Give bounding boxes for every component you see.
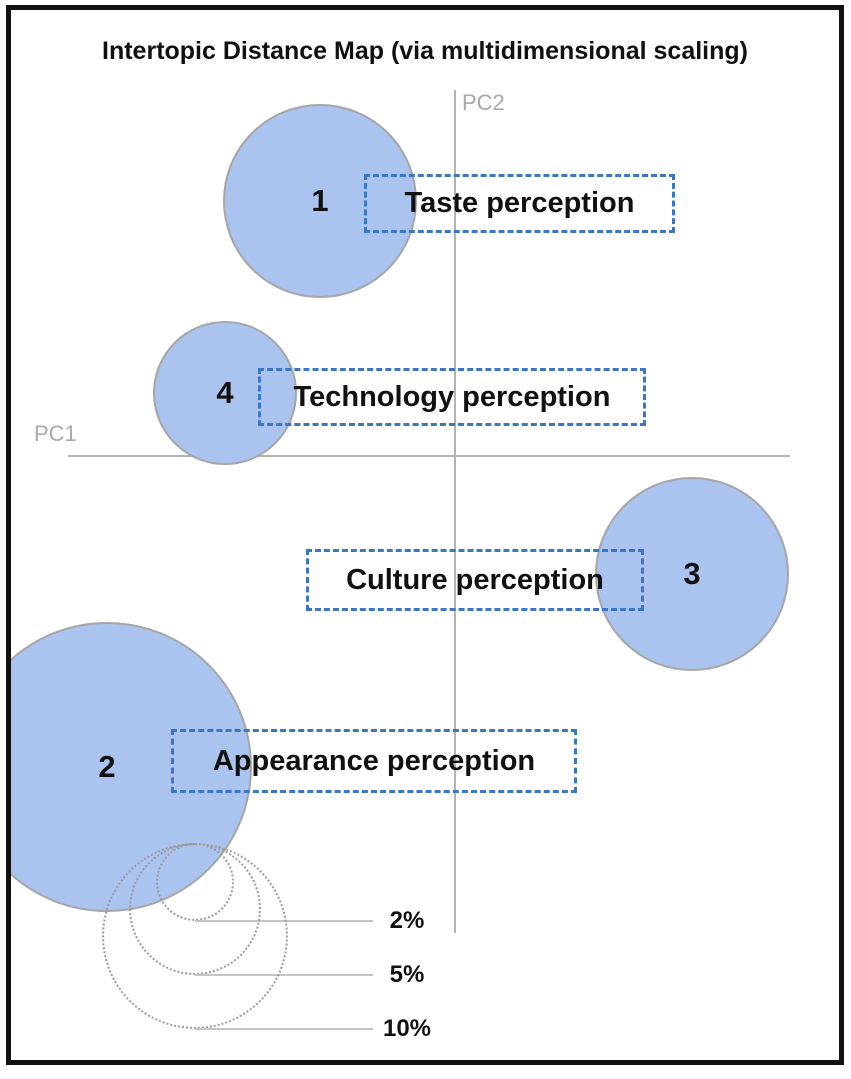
legend-size-label-2%: 2%: [389, 907, 425, 934]
chart-title: Intertopic Distance Map (via multidimens…: [102, 37, 748, 65]
topic-label-text: Appearance perception: [212, 744, 536, 777]
topic-label-box-1: Taste perception: [364, 174, 675, 233]
topic-bubble-number-3: 3: [683, 556, 701, 591]
topic-bubble-1: [223, 104, 417, 298]
legend-leader-line-10%: [195, 1028, 373, 1030]
topic-bubble-3: [595, 477, 789, 671]
legend-size-circle-10%: [102, 843, 288, 1029]
topic-label-box-3: Culture perception: [306, 549, 644, 611]
pc1-axis-line: [68, 455, 790, 457]
topic-bubble-number-4: 4: [216, 375, 234, 410]
topic-label-box-2: Appearance perception: [171, 729, 577, 793]
legend-leader-line-5%: [195, 974, 373, 976]
topic-bubble-number-1: 1: [311, 183, 329, 218]
topic-label-text: Technology perception: [293, 380, 611, 413]
topic-bubble-number-2: 2: [98, 749, 116, 784]
topic-label-text: Taste perception: [404, 187, 635, 219]
pc1-axis-label: PC1: [34, 421, 77, 446]
topic-bubble-4: [153, 321, 297, 465]
pc2-axis-label: PC2: [462, 90, 505, 115]
legend-size-label-10%: 10%: [382, 1015, 432, 1042]
topic-label-text: Culture perception: [346, 563, 604, 596]
topic-label-box-4: Technology perception: [258, 368, 646, 426]
pc2-axis-line: [454, 90, 456, 933]
legend-size-label-5%: 5%: [389, 961, 425, 988]
plot-area: Intertopic Distance Map (via multidimens…: [11, 10, 839, 1060]
